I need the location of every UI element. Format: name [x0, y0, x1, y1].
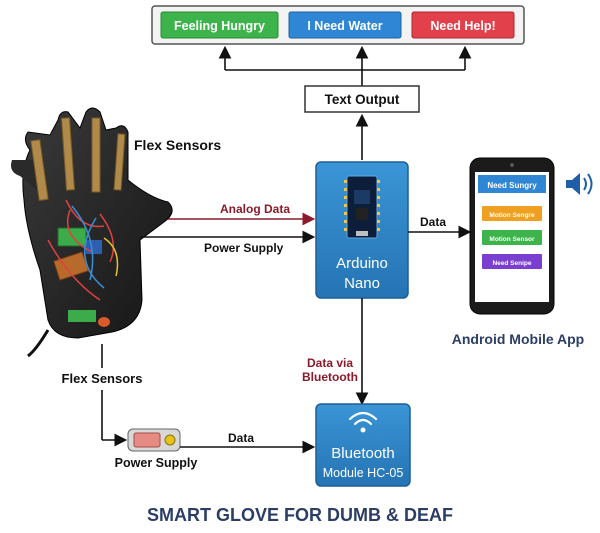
- analog-data-connector: Analog Data: [168, 202, 316, 226]
- power-supply-glove-label: Power Supply: [204, 241, 284, 255]
- phone-button-1-label: Motion Sengre: [489, 212, 535, 219]
- android-app-caption: Android Mobile App: [452, 331, 584, 347]
- glove-icon: [11, 107, 173, 358]
- bluetooth-label-line2: Module HC-05: [323, 466, 404, 480]
- need-help-label: Need Help!: [430, 19, 495, 33]
- arduino-nano-block: Arduino Nano: [315, 161, 409, 299]
- data-via-bluetooth-connector: Data via Bluetooth: [302, 298, 369, 406]
- phone-button-2-label: Motion Sensor: [489, 236, 535, 243]
- power-supply-connector: Power Supply: [140, 230, 316, 255]
- data-to-phone-label: Data: [420, 215, 446, 229]
- power-supply-battery-label: Power Supply: [115, 456, 198, 470]
- wireless-icon: [348, 411, 378, 433]
- bluetooth-module-block: Bluetooth Module HC-05: [315, 403, 411, 487]
- battery-to-bluetooth-connector: Data: [180, 431, 316, 454]
- feeling-hungry-label: Feeling Hungry: [174, 19, 265, 33]
- flex-sensors-bottom-label: Flex Sensors: [62, 371, 143, 386]
- glove-to-battery-connector: [101, 344, 128, 447]
- analog-data-label: Analog Data: [220, 202, 290, 216]
- data-via-bt-label-1: Data via: [307, 356, 353, 370]
- feeling-hungry-button: Feeling Hungry: [160, 11, 279, 39]
- data-to-phone-connector: Data: [408, 215, 472, 239]
- data-battery-label: Data: [228, 431, 254, 445]
- diagram-title: SMART GLOVE FOR DUMB & DEAF: [147, 505, 453, 525]
- need-water-label: I Need Water: [307, 19, 382, 33]
- text-output-label: Text Output: [325, 92, 400, 107]
- data-via-bt-label-2: Bluetooth: [302, 370, 358, 384]
- text-output-box: Text Output: [304, 85, 420, 113]
- arduino-label-line1: Arduino: [336, 255, 388, 272]
- bluetooth-label-line1: Bluetooth: [331, 445, 394, 462]
- android-phone: Need Sungry Motion Sengre Motion Sensor …: [469, 157, 555, 315]
- output-buttons-panel: Feeling Hungry I Need Water Need Help!: [151, 5, 525, 45]
- battery-icon: [127, 428, 181, 452]
- need-water-button: I Need Water: [288, 11, 402, 39]
- flex-sensor-strips: [30, 117, 126, 201]
- text-output-connectors: [218, 45, 472, 86]
- chip-icon: [344, 175, 380, 239]
- need-help-button: Need Help!: [411, 11, 515, 39]
- speaker-icon: [566, 173, 593, 195]
- phone-header-label: Need Sungry: [487, 181, 537, 190]
- phone-button-3-label: Need Senipe: [492, 260, 531, 267]
- arduino-label-line2: Nano: [344, 275, 380, 292]
- flex-sensors-top-label: Flex Sensors: [134, 137, 221, 153]
